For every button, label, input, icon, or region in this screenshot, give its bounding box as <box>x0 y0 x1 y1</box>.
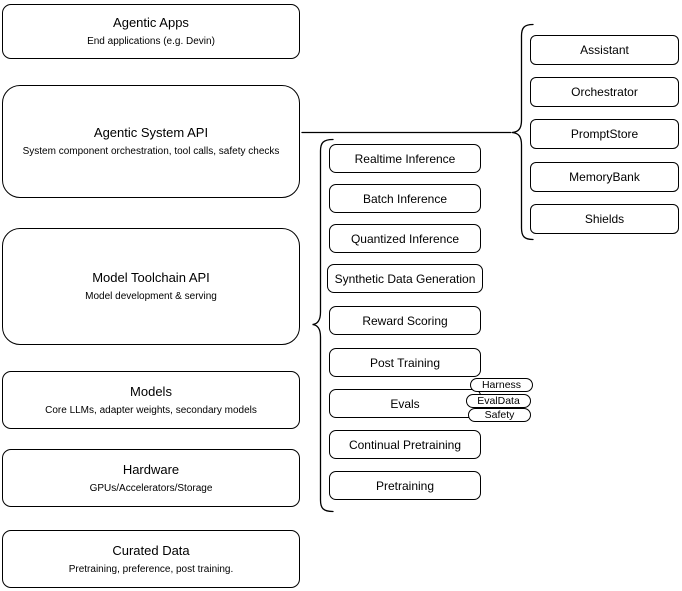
box-hardware: Hardware GPUs/Accelerators/Storage <box>2 449 300 507</box>
box-agentic-apps-title: Agentic Apps <box>113 15 189 30</box>
box-agentic-system-api: Agentic System API System component orch… <box>2 85 300 198</box>
box-assistant: Assistant <box>530 35 679 65</box>
box-agentic-apps-subtitle: End applications (e.g. Devin) <box>87 36 215 47</box>
box-model-toolchain-api: Model Toolchain API Model development & … <box>2 228 300 345</box>
box-agentic-apps: Agentic Apps End applications (e.g. Devi… <box>2 4 300 59</box>
box-curated-data-title: Curated Data <box>112 542 190 558</box>
box-continual-pretraining: Continual Pretraining <box>329 430 481 459</box>
box-evals: Evals <box>329 389 481 418</box>
box-model-toolchain-api-title: Model Toolchain API <box>92 270 210 285</box>
tag-evaldata: EvalData <box>466 394 531 408</box>
box-curated-data: Curated Data Pretraining, preference, po… <box>2 530 300 588</box>
box-agentic-system-api-subtitle: System component orchestration, tool cal… <box>22 146 280 157</box>
box-quantized-inference: Quantized Inference <box>329 224 481 253</box>
box-batch-inference: Batch Inference <box>329 184 481 213</box>
box-agentic-system-api-title: Agentic System API <box>93 125 209 140</box>
box-hardware-title: Hardware <box>122 461 180 477</box>
box-models: Models Core LLMs, adapter weights, secon… <box>2 371 300 429</box>
box-orchestrator: Orchestrator <box>530 77 679 107</box>
box-hardware-subtitle: GPUs/Accelerators/Storage <box>89 482 213 494</box>
box-post-training: Post Training <box>329 348 481 377</box>
tag-harness: Harness <box>470 378 533 392</box>
box-models-subtitle: Core LLMs, adapter weights, secondary mo… <box>45 404 257 416</box>
box-synthetic-data-generation: Synthetic Data Generation <box>327 264 483 293</box>
box-memorybank: MemoryBank <box>530 162 679 192</box>
box-pretraining: Pretraining <box>329 471 481 500</box>
tag-safety: Safety <box>468 408 531 422</box>
box-model-toolchain-api-subtitle: Model development & serving <box>85 291 217 302</box>
box-models-title: Models <box>130 383 172 399</box>
box-realtime-inference: Realtime Inference <box>329 144 481 173</box>
box-reward-scoring: Reward Scoring <box>329 306 481 335</box>
box-shields: Shields <box>530 204 679 234</box>
box-promptstore: PromptStore <box>530 119 679 149</box>
box-curated-data-subtitle: Pretraining, preference, post training. <box>68 563 234 575</box>
